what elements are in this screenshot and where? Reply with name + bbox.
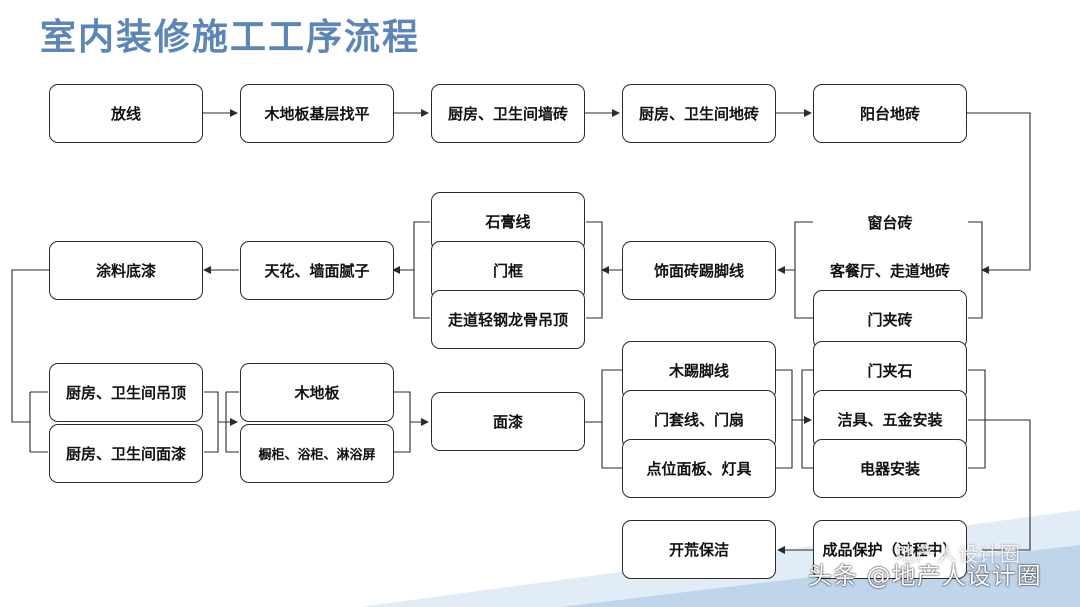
step-windowsill-tile: 窗台砖: [867, 213, 913, 232]
step-primer: 涂料底漆: [49, 241, 203, 300]
page-title: 室内装修施工工序流程: [40, 17, 421, 58]
step-wood-floor: 木地板: [240, 363, 394, 422]
step-cabinets-shower-screen: 橱柜、浴柜、淋浴屏: [240, 424, 394, 483]
step-ceiling-wall-putty: 天花、墙面腻子: [240, 241, 394, 300]
step-kitchen-bath-ceiling: 厨房、卫生间吊顶: [49, 363, 203, 422]
step-corridor-ceiling-frame: 走道轻钢龙骨吊顶: [431, 290, 585, 349]
step-kitchen-bath-wall-tile: 厨房、卫生间墙砖: [431, 84, 585, 143]
step-set-out: 放线: [49, 84, 203, 143]
step-wood-floor-leveling: 木地板基层找平: [240, 84, 394, 143]
watermark-faint: 地产人设计圈: [895, 542, 1021, 566]
step-topcoat: 面漆: [431, 392, 585, 451]
step-balcony-floor-tile: 阳台地砖: [813, 84, 967, 143]
step-appliance-install: 电器安装: [813, 439, 967, 498]
step-kitchen-bath-topcoat: 厨房、卫生间面漆: [49, 424, 203, 483]
step-finished-protection: 成品保护（过程中）: [813, 520, 967, 579]
step-living-corridor-floor-tile: 客餐厅、走道地砖: [829, 261, 950, 280]
watermark-main: 头条 @地产人设计圈: [808, 562, 1042, 590]
step-kitchen-bath-floor-tile: 厨房、卫生间地砖: [622, 84, 776, 143]
step-final-cleaning: 开荒保洁: [622, 520, 776, 579]
step-tile-skirting: 饰面砖踢脚线: [622, 241, 776, 300]
step-door-threshold-tile: 门夹砖: [813, 290, 967, 349]
step-panels-lighting: 点位面板、灯具: [622, 439, 776, 498]
